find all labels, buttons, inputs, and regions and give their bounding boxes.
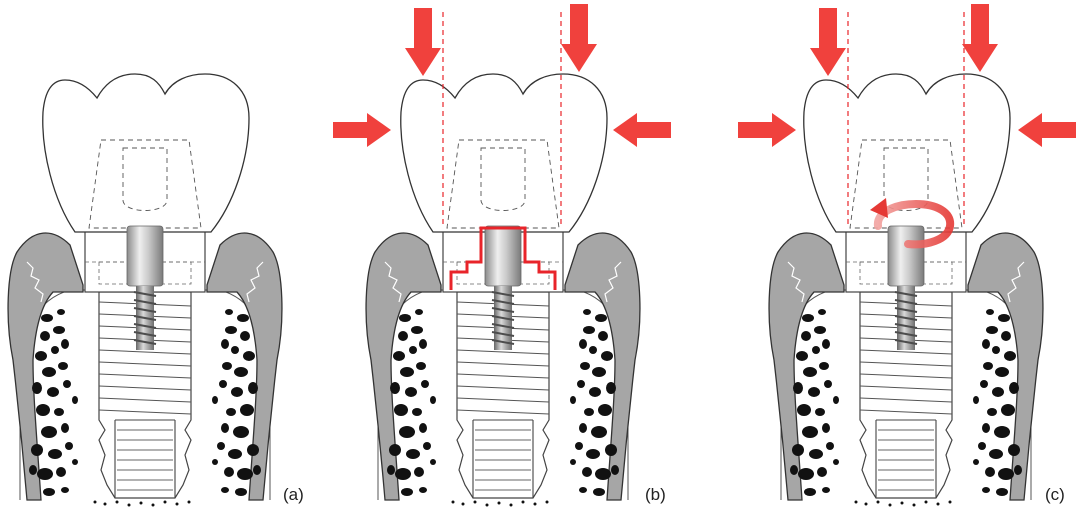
panel-b-label: (b) (645, 485, 666, 504)
vertical-load-arrow-right-c (962, 4, 998, 72)
lateral-load-arrow-left-c (738, 113, 796, 147)
vertical-load-arrow-left-c (810, 8, 846, 76)
lateral-load-arrow-right-b (613, 113, 671, 147)
lateral-load-arrow-left-b (333, 113, 391, 147)
vertical-load-arrow-right-b (561, 4, 597, 72)
panel-c-label: (c) (1045, 485, 1065, 504)
lateral-load-arrow-right-c (1018, 113, 1076, 147)
panel-b (333, 4, 671, 507)
panel-a (8, 74, 282, 507)
panel-c (738, 4, 1076, 507)
vertical-load-arrow-left-b (405, 8, 441, 76)
panel-a-label: (a) (283, 485, 304, 504)
